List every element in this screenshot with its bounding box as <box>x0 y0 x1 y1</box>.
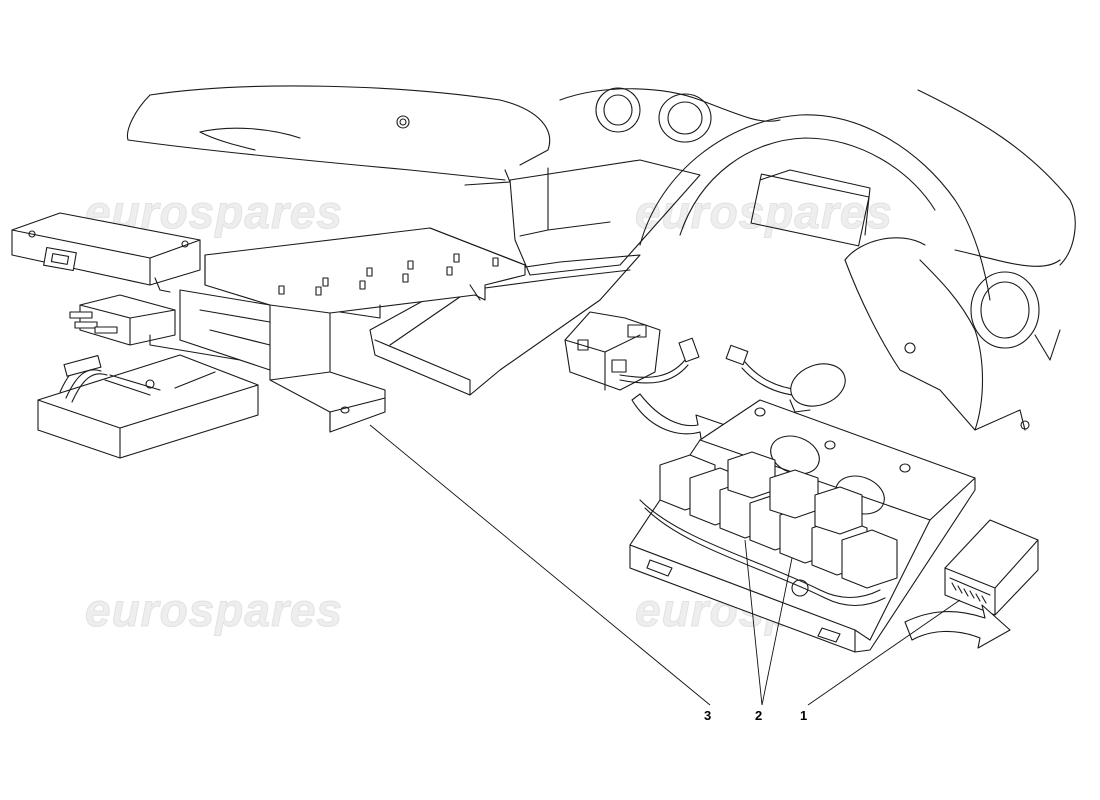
relay-tray <box>629 399 976 653</box>
left-control-units <box>11 212 526 459</box>
relays <box>639 451 898 606</box>
dashboard-outline <box>126 85 1076 431</box>
bracket-studs <box>278 253 499 296</box>
watermarks: eurospares eurospares eurospares eurospa… <box>85 186 893 637</box>
connectors-center <box>564 311 846 446</box>
callout-1: 1 <box>800 708 807 723</box>
callout-2: 2 <box>755 708 762 723</box>
leader-lines <box>369 424 961 706</box>
watermark-top-right: eurospares <box>635 186 893 238</box>
leader-line-2a <box>744 539 763 706</box>
watermark-bottom-left: eurospares <box>85 584 343 636</box>
leader-line-3 <box>369 424 711 706</box>
leader-line-1 <box>807 599 961 706</box>
part-1-module <box>904 519 1039 649</box>
callout-3: 3 <box>704 708 711 723</box>
leader-line-2b <box>761 557 793 706</box>
callout-labels: 3 2 1 <box>704 708 807 723</box>
